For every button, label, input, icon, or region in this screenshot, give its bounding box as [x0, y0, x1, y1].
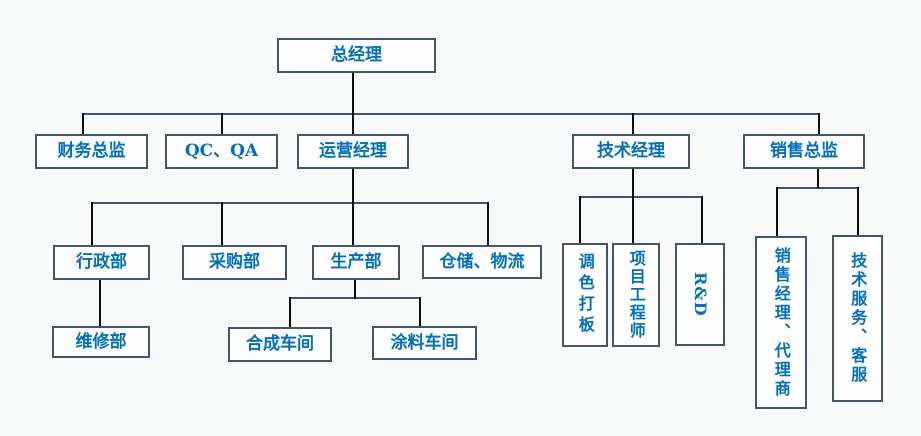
node-technical-manager-label: 技术经理: [597, 141, 665, 162]
node-color-matching-label: 调色打板: [575, 253, 595, 337]
connector-drop-purchasing: [221, 202, 223, 245]
connector-sales-riser: [817, 169, 819, 188]
node-admin-dept-label: 行政部: [76, 252, 127, 273]
node-rnd: R&D: [675, 243, 725, 346]
connector-drop-sales-agents: [776, 187, 778, 236]
node-production-dept: 生产部: [312, 245, 400, 280]
node-operations-manager: 运营经理: [297, 134, 409, 169]
connector-production-riser: [354, 280, 356, 299]
connector-drop-color-matching: [579, 196, 581, 243]
node-technical-manager: 技术经理: [572, 134, 690, 169]
node-finance-director-label: 财务总监: [57, 141, 126, 162]
node-tech-service-support-label: 技术服务、客服: [848, 252, 868, 385]
node-color-matching: 调色打板: [562, 243, 608, 347]
node-production-dept-label: 生产部: [330, 252, 382, 273]
connector-drop-qcqa: [221, 113, 223, 134]
node-finance-director: 财务总监: [35, 134, 148, 169]
connector-drop-warehouse: [487, 202, 489, 245]
node-tech-service-support: 技术服务、客服: [832, 235, 883, 402]
connector-drop-finance: [82, 113, 84, 134]
connector-bus-level2: [82, 113, 820, 115]
node-maintenance-dept: 维修部: [52, 326, 150, 358]
node-project-engineer-label: 项目工程师: [626, 250, 646, 340]
connector-bus-sales: [776, 187, 859, 189]
node-warehouse-logistics: 仓储、物流: [422, 245, 542, 279]
connector-drop-sales: [818, 113, 820, 134]
node-synthesis-workshop-label: 合成车间: [246, 334, 314, 355]
node-maintenance-dept-label: 维修部: [75, 331, 127, 352]
node-warehouse-logistics-label: 仓储、物流: [439, 251, 525, 272]
connector-gm-to-operations: [352, 73, 354, 134]
node-qc-qa: QC、QA: [165, 134, 278, 169]
node-qc-qa-label: QC、QA: [184, 141, 259, 162]
connector-drop-synthesis: [289, 297, 291, 327]
node-operations-manager-label: 运营经理: [319, 141, 387, 162]
node-sales-director: 销售总监: [743, 134, 865, 169]
node-sales-manager-agents-label: 销售经理、代理商: [771, 246, 791, 399]
node-sales-director-label: 销售总监: [770, 141, 838, 162]
connector-bus-operations: [91, 202, 489, 204]
node-coating-workshop: 涂料车间: [372, 326, 477, 360]
node-coating-workshop-label: 涂料车间: [390, 332, 459, 353]
node-purchasing-dept: 采购部: [182, 245, 287, 280]
node-general-manager: 总经理: [277, 38, 436, 73]
connector-technical-to-engineer: [632, 169, 634, 243]
connector-drop-admin: [91, 202, 93, 245]
connector-operations-to-production: [352, 169, 354, 245]
node-rnd-label: R&D: [690, 272, 710, 317]
connector-admin-to-maintenance: [99, 280, 101, 326]
node-purchasing-dept-label: 采购部: [209, 252, 260, 273]
connector-drop-rnd: [701, 196, 703, 243]
node-sales-manager-agents: 销售经理、代理商: [755, 236, 807, 409]
connector-bus-technical: [579, 196, 703, 198]
node-synthesis-workshop: 合成车间: [228, 327, 332, 362]
node-admin-dept: 行政部: [53, 245, 150, 280]
node-general-manager-label: 总经理: [331, 45, 382, 66]
connector-drop-tech-service: [857, 187, 859, 235]
node-project-engineer: 项目工程师: [612, 243, 660, 347]
connector-drop-technical: [632, 113, 634, 134]
connector-drop-coating: [419, 297, 421, 326]
